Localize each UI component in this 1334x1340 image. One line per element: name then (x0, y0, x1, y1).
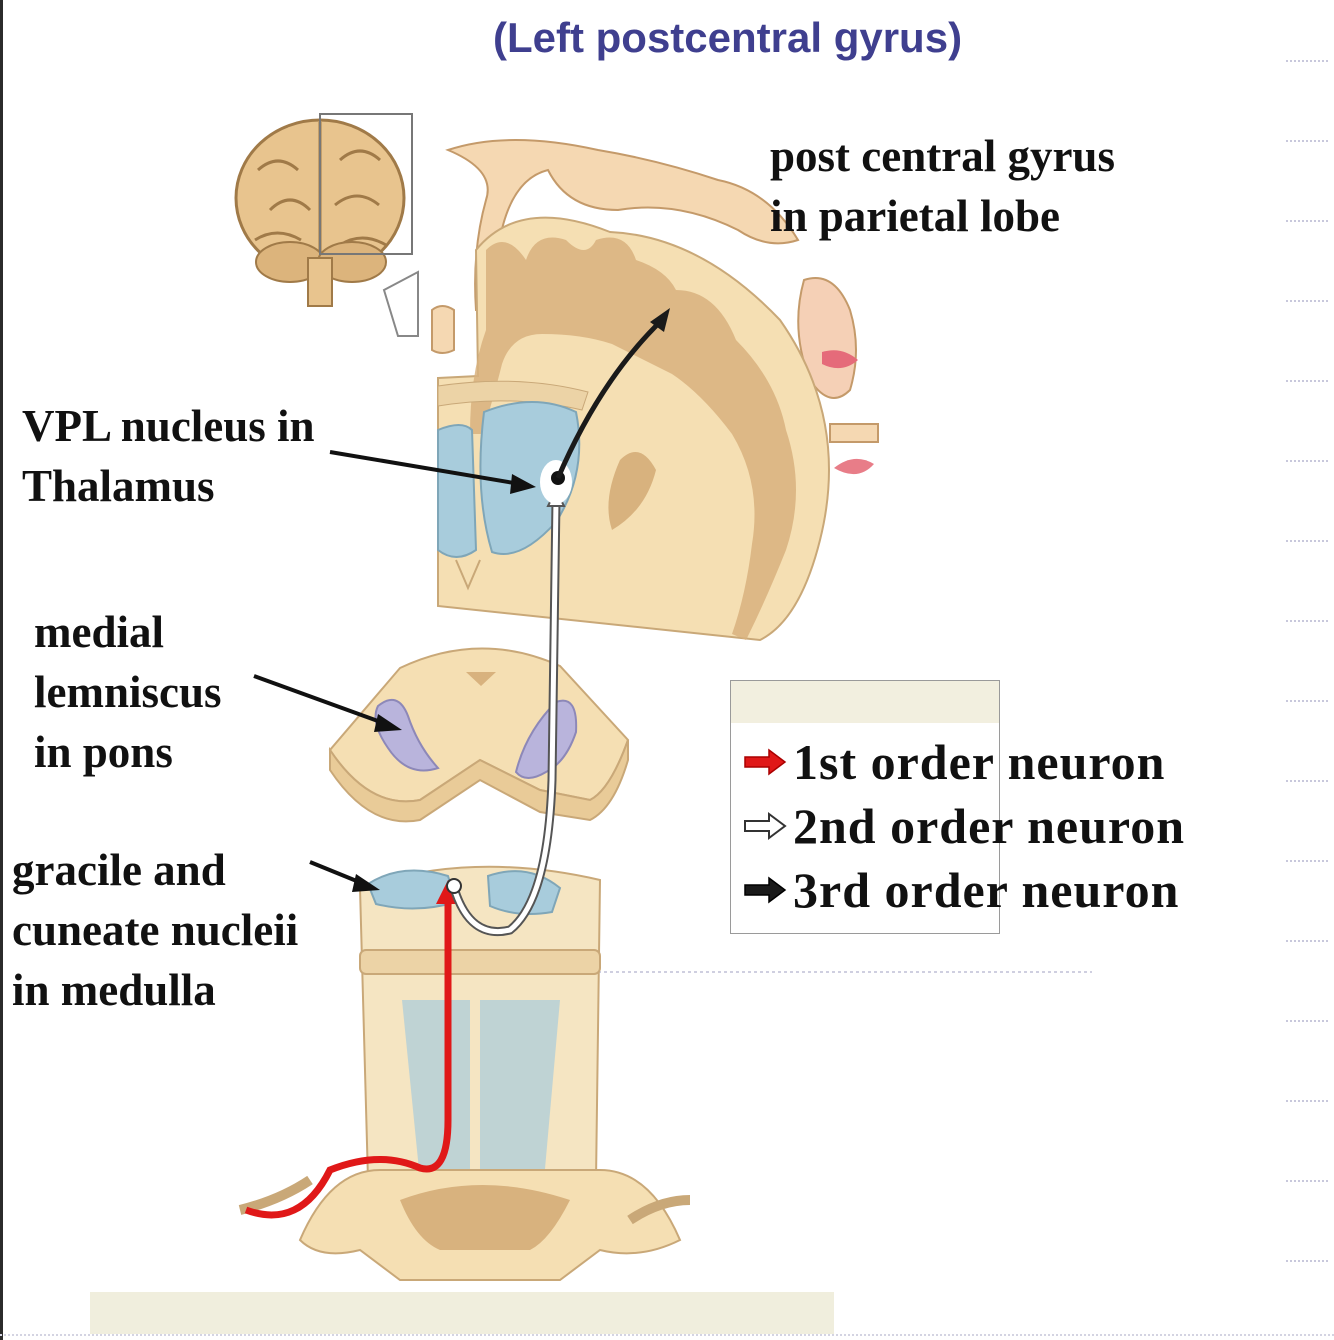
cerebral-section (437, 216, 830, 642)
first-order-neuron-path (244, 900, 452, 1219)
medulla-label: gracile and cuneate nucleii in medulla (12, 840, 298, 1020)
legend-label-third-order: 3rd order neuron (793, 862, 1180, 918)
section-pointer-arrow (382, 270, 419, 337)
third-order-neuron-path (555, 318, 664, 479)
slide-dotted-bottom (0, 1334, 1334, 1336)
neuron-legend: 1st order neuron 2nd order neuron 3rd or… (730, 680, 1184, 934)
black-arrow-icon (744, 876, 787, 904)
pons-label: medial lemniscus in pons (34, 602, 222, 782)
legend-item-third-order: 3rd order neuron (741, 861, 1179, 919)
white-arrow-icon (744, 812, 787, 840)
pons-label-line-1: medial (34, 607, 164, 657)
legend-item-first-order: 1st order neuron (741, 733, 1166, 791)
pons-label-line-3: in pons (34, 727, 173, 777)
thalamus-label-line-1: VPL nucleus in (22, 401, 315, 451)
second-order-neuron-path (451, 499, 559, 935)
thalamus-label: VPL nucleus in Thalamus (22, 396, 315, 516)
third-order-neuron-arrowhead (650, 308, 670, 332)
slide-dotted-margin (1274, 0, 1334, 1340)
brain-thumbnail (234, 113, 419, 337)
cortex-label-line-1: post central gyrus (770, 131, 1115, 181)
cortex-label: post central gyrus in parietal lobe (770, 126, 1115, 246)
section-box (319, 113, 413, 255)
diagram-title: (Left postcentral gyrus) (493, 14, 963, 61)
label-pointers (253, 450, 536, 892)
medulla-spinal-cord (238, 865, 691, 1281)
pons-section (328, 647, 630, 823)
pons-label-line-2: lemniscus (34, 667, 222, 717)
legend-item-second-order: 2nd order neuron (741, 797, 1185, 855)
medulla-label-line-2: cuneate nucleii (12, 905, 299, 955)
medulla-label-line-3: in medulla (12, 965, 216, 1015)
medial-lemniscus (374, 698, 440, 772)
red-arrow-icon (744, 748, 787, 776)
legend-label-second-order: 2nd order neuron (793, 798, 1186, 854)
cortex-label-line-2: in parietal lobe (770, 191, 1060, 241)
slide-footer-band (90, 1292, 834, 1334)
homunculus (431, 139, 879, 475)
thalamus-label-line-2: Thalamus (22, 461, 215, 511)
legend-label-first-order: 1st order neuron (793, 734, 1166, 790)
slide-edge (0, 0, 3, 1340)
medulla-label-line-1: gracile and (12, 845, 226, 895)
legend-header-band (731, 681, 999, 723)
